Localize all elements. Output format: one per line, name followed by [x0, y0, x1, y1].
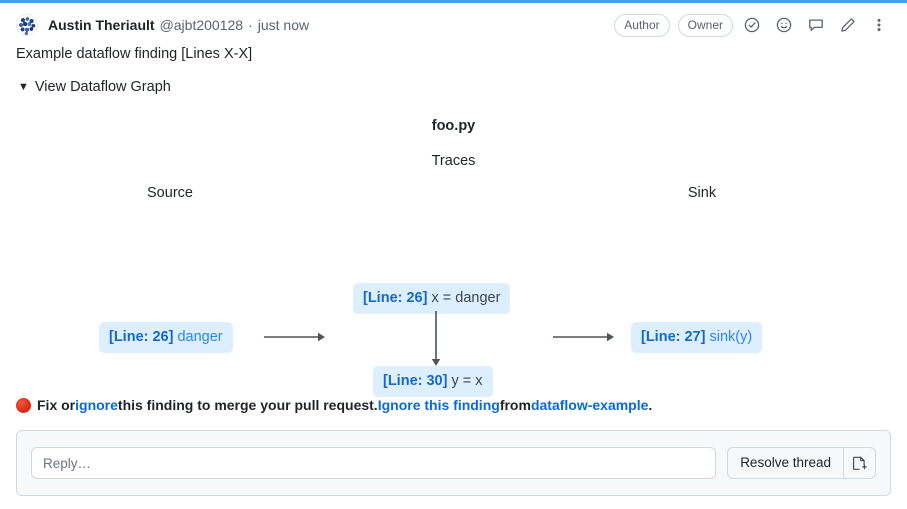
owner-badge: Owner [677, 13, 733, 37]
avatar[interactable] [16, 14, 38, 36]
status-text-4: . [648, 397, 653, 413]
finding-title: Example dataflow finding [Lines X-X] [16, 46, 253, 62]
source-line-ref[interactable]: [Line: 26] [109, 329, 174, 345]
finding-status-line: Fix or ignore this finding to merge your… [16, 395, 652, 415]
header-separator: · [248, 17, 253, 33]
status-text-1: Fix or [37, 397, 76, 413]
chevron-down-icon: ▼ [18, 80, 29, 93]
source-code-text: danger [177, 329, 223, 345]
resolve-thread-button[interactable]: Resolve thread [727, 447, 843, 479]
comment-timestamp[interactable]: just now [257, 17, 310, 33]
arrow-traces-to-sink-icon [553, 330, 615, 349]
quote-reply-icon[interactable] [803, 12, 829, 38]
graph-traces-label: Traces [431, 153, 476, 169]
red-circle-icon [16, 397, 31, 413]
sink-line-ref[interactable]: [Line: 27] [641, 329, 706, 345]
ignore-this-finding-link[interactable]: Ignore this finding [377, 397, 500, 413]
ignore-link[interactable]: ignore [75, 397, 118, 413]
status-text-2: this finding to merge your pull request. [117, 397, 378, 413]
graph-node-trace-1[interactable]: [Line: 26] x = danger [353, 283, 511, 314]
arrow-trace1-to-trace2-icon [428, 311, 444, 372]
reply-input[interactable] [31, 447, 717, 479]
author-handle[interactable]: @ajbt200128 [159, 17, 244, 33]
graph-node-sink[interactable]: [Line: 27] sink(y) [631, 322, 763, 353]
trace2-code-text: y = x [451, 373, 483, 389]
reply-actions: Resolve thread [727, 447, 876, 479]
pr-review-comment: Austin Theriault @ajbt200128 · just now … [0, 3, 907, 496]
comment-header: Austin Theriault @ajbt200128 · just now … [0, 3, 907, 39]
author-name[interactable]: Austin Theriault [48, 17, 155, 33]
dataflow-graph: foo.py Traces Source Sink [Line: 26] dan… [0, 103, 907, 397]
author-badge: Author [614, 13, 670, 37]
graph-source-label: Source [147, 185, 193, 201]
kebab-menu-icon[interactable] [869, 12, 889, 38]
graph-file-title: foo.py [431, 118, 476, 134]
dataflow-graph-toggle-label: View Dataflow Graph [34, 79, 171, 95]
edit-pencil-icon[interactable] [835, 12, 861, 38]
trace2-line-ref[interactable]: [Line: 30] [383, 373, 448, 389]
top-accent-bar [0, 0, 907, 3]
trace1-code-text: x = danger [431, 290, 501, 306]
emoji-reaction-icon[interactable] [771, 12, 797, 38]
sink-code-text: sink(y) [709, 329, 753, 345]
graph-sink-label: Sink [687, 185, 717, 201]
repo-link[interactable]: dataflow-example [530, 397, 649, 413]
graph-node-source[interactable]: [Line: 26] danger [99, 322, 233, 353]
graph-node-trace-2[interactable]: [Line: 30] y = x [373, 366, 493, 397]
resolve-check-icon[interactable] [739, 12, 765, 38]
new-conversation-icon[interactable] [843, 447, 876, 479]
trace1-line-ref[interactable]: [Line: 26] [363, 290, 428, 306]
reply-panel: Resolve thread [16, 430, 891, 496]
arrow-source-to-traces-icon [264, 330, 326, 349]
status-text-3: from [499, 397, 531, 413]
dataflow-graph-toggle[interactable]: ▼ View Dataflow Graph [0, 65, 907, 97]
